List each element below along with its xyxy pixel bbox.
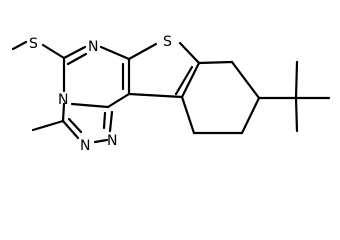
bond-ring-right-lower	[240, 96, 261, 135]
bond-n-c-upper	[108, 110, 114, 133]
atom-label-s-methylthio: S	[29, 36, 38, 52]
bond-s-c-thiophene	[178, 41, 201, 65]
bond-thiophene-bottom	[127, 92, 184, 99]
bond-c-n-pyrimidine	[62, 45, 87, 60]
bond-tbutyl-down	[294, 96, 299, 133]
atom-label-s-thiophene: S	[163, 34, 172, 50]
atom-label-n-bridgehead: N	[58, 92, 68, 108]
bond-ring-right-upper	[230, 60, 261, 100]
bond-c-s-thiophene	[127, 42, 158, 61]
atom-label-n-triazole-1: N	[80, 138, 90, 154]
bond-methyl-s	[11, 40, 28, 51]
bond-cmethyl-n-double	[67, 117, 83, 134]
bond-c-c-lower	[106, 92, 131, 109]
bond-c-n-pyrimidine-double	[66, 52, 88, 66]
bond-n-bridge-cmethyl	[61, 102, 66, 123]
bond-n-c-upper-double	[102, 111, 107, 130]
bond-n-c-fused	[99, 45, 131, 61]
structure-canvas: S N S N N N	[11, 34, 331, 154]
bond-n-bridge-c	[70, 102, 110, 109]
bond-ring-top	[197, 60, 234, 65]
bond-s-c	[41, 43, 66, 60]
bond-c-c-thiophene-double	[174, 65, 194, 96]
molecule-structure: S N S N N N	[11, 34, 331, 154]
bond-tbutyl-up	[294, 60, 299, 100]
atom-label-n-triazole-2: N	[107, 133, 117, 149]
bond-ring-left-lower	[180, 95, 196, 135]
bond-c-c-thiophene	[180, 61, 201, 99]
bond-cmethyl-n	[61, 119, 80, 140]
bond-methyl-triazole	[31, 119, 65, 132]
bond-n-n	[93, 138, 109, 144]
atom-label-n-pyrimidine: N	[88, 39, 98, 55]
